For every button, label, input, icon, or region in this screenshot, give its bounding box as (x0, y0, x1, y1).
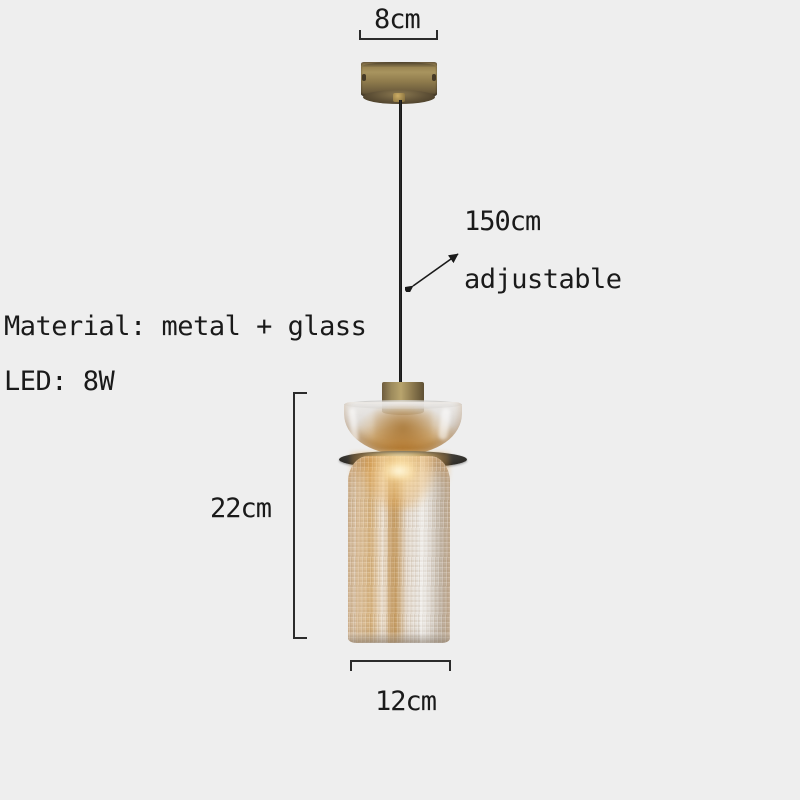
dimension-label-body-height: 22cm (210, 493, 272, 524)
spec-label-led: LED: 8W (4, 366, 115, 397)
bracket-bar (350, 660, 451, 662)
bowl-highlight-left (348, 407, 359, 443)
amber-glass-cylinder-shade (348, 456, 450, 643)
spec-label-material: Material: metal + glass (4, 311, 367, 342)
canopy-screw-right (432, 74, 436, 81)
glass-bowl-shade (344, 402, 462, 454)
suspension-cord (399, 100, 402, 385)
cylinder-bottom-edge (348, 633, 450, 643)
bowl-highlight-right (438, 407, 451, 441)
dimension-label-body-width: 12cm (375, 686, 437, 717)
bracket-bar (359, 38, 438, 40)
bracket-tick-bottom (293, 637, 307, 639)
bracket-tick-top (293, 392, 307, 394)
canopy-cord-nut (393, 93, 405, 102)
bracket-tick-right (449, 660, 451, 671)
dimension-bracket-top-width (359, 30, 438, 40)
bracket-tick-right (436, 30, 438, 40)
dimension-label-top-width: 8cm (374, 4, 421, 35)
dimension-bracket-body-width (350, 660, 451, 671)
bracket-tick-left (350, 660, 352, 671)
dimension-label-cord-length: 150cm (464, 206, 541, 237)
bracket-bar (293, 392, 295, 639)
dimension-label-cord-adjustable: adjustable (464, 264, 622, 295)
dimension-bracket-body-height (293, 392, 307, 639)
canopy-screw-left (362, 74, 366, 81)
led-filament-hotspot (384, 462, 414, 480)
double-headed-arrow-icon (405, 253, 459, 292)
bowl-inner-amber (374, 410, 432, 450)
bracket-tick-left (359, 30, 361, 40)
